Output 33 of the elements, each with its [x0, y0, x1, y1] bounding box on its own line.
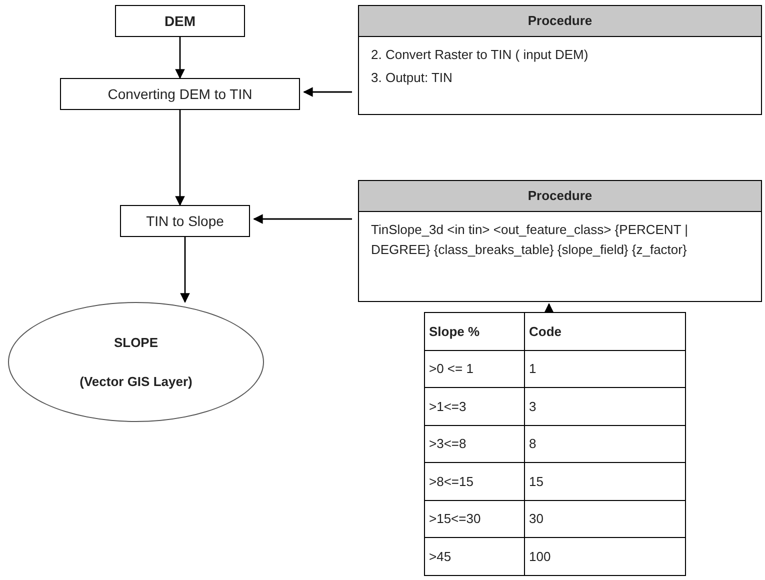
table-cell: 15: [525, 462, 685, 500]
ellipse-text: SLOPE: [114, 334, 158, 352]
table-cell: >1<=3: [425, 387, 525, 425]
procedure-panel: [358, 180, 762, 302]
table-cell: >15<=30: [425, 500, 525, 538]
table-cell: 3: [525, 387, 685, 425]
procedure-panel: [358, 5, 762, 115]
arrow: [175, 110, 185, 206]
table-cell: >8<=15: [425, 462, 525, 500]
slope-table: [424, 312, 686, 576]
procedure-text: 2. Convert Raster to TIN ( input DEM): [371, 46, 590, 64]
arrow: [544, 303, 554, 313]
arrow: [253, 214, 352, 224]
arrow: [180, 237, 190, 303]
table-cell: 1: [525, 350, 685, 388]
process-box: Converting DEM to TIN: [60, 78, 300, 110]
procedure-text: TinSlope_3d <in tin> <out_feature_class> {PERCENT | DEGREE} {class_breaks_table} {slope_field} {z_factor}: [371, 221, 690, 260]
ellipse-text: (Vector GIS Layer): [80, 373, 192, 391]
table-cell: >45: [425, 537, 525, 575]
process-box: DEM: [115, 5, 245, 37]
table-cell: 100: [525, 537, 685, 575]
panel-header: Procedure: [359, 181, 761, 212]
header-cell-text: Code: [528, 322, 562, 341]
table-cell: >3<=8: [425, 424, 525, 462]
process-box: TIN to Slope: [120, 205, 250, 237]
table-cell: 8: [525, 424, 685, 462]
panel-header: Procedure: [359, 6, 761, 37]
table-cell: 30: [525, 500, 685, 538]
table-cell: >0 <= 1: [425, 350, 525, 388]
header-cell: Slope %: [425, 313, 525, 350]
arrow: [175, 37, 185, 79]
arrow: [303, 87, 352, 97]
procedure-text: 3. Output: TIN: [371, 69, 454, 88]
